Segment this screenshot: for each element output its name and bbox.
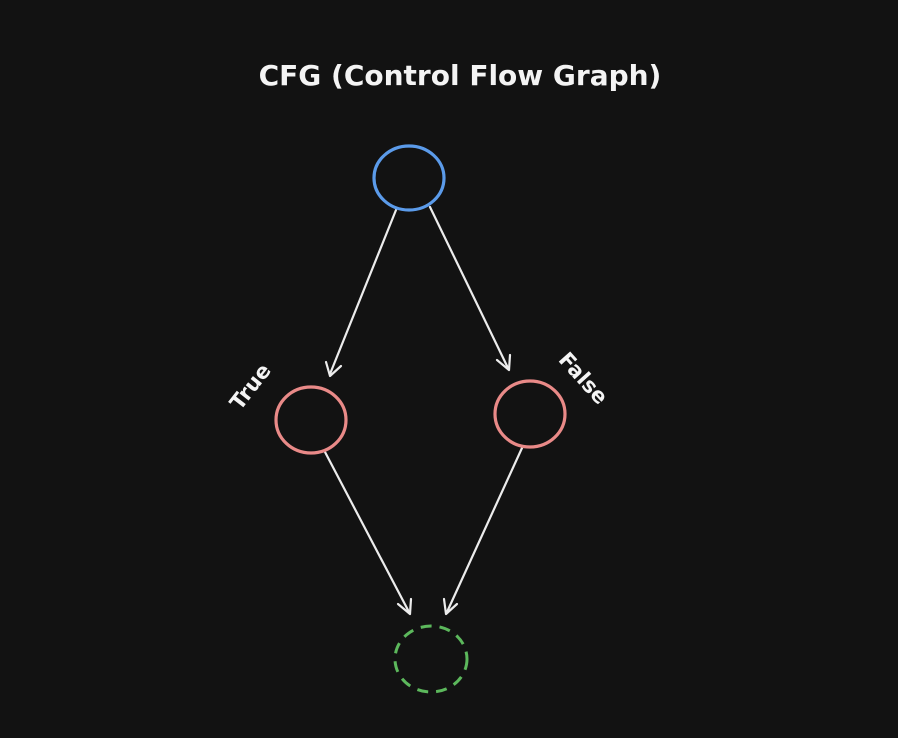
arrowhead-icon [442,597,459,616]
edge-false-to-merge [442,446,524,616]
arrowhead-icon [396,597,413,616]
node-merge [393,624,469,694]
arrowhead-icon [324,360,343,378]
node-true-branch [274,385,348,455]
edge-entry-to-true [324,208,398,378]
edge-label-true: True [225,359,276,414]
diagram-title: CFG (Control Flow Graph) [259,59,662,92]
edge-entry-to-false [428,205,512,372]
node-entry [372,144,446,212]
node-false-branch [493,379,567,449]
arrowhead-icon [495,353,512,372]
edge-true-to-merge [323,450,413,616]
